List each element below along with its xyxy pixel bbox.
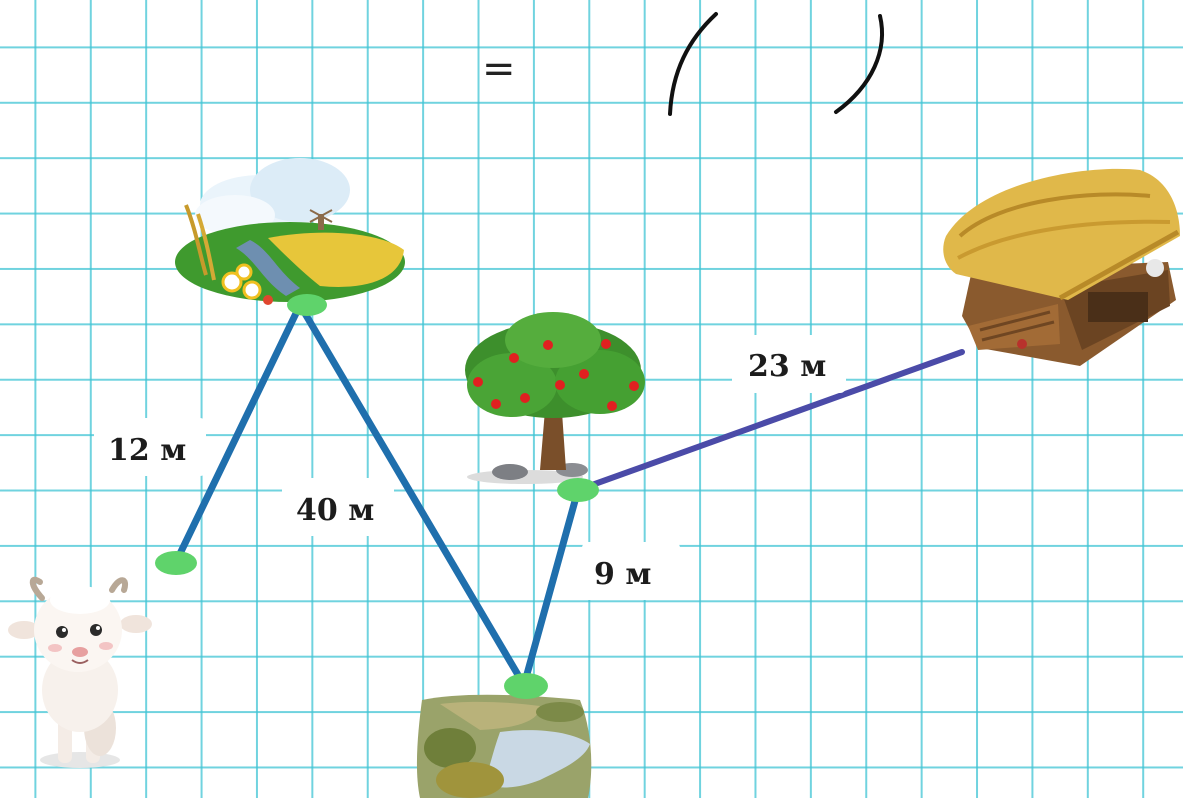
equation: =: [482, 12, 885, 116]
meadow-icon: [175, 158, 405, 305]
distance-label-23: 23 м: [748, 349, 826, 384]
goat-icon: [8, 576, 152, 768]
node-meadow: [287, 294, 327, 316]
segment-river-tree: [520, 486, 582, 689]
blank-open-bracket: [668, 12, 718, 116]
distance-label-9: 9 м: [594, 557, 651, 592]
equals-sign: =: [482, 46, 516, 92]
river-icon: [416, 694, 592, 798]
segment-meadow-river: [296, 301, 528, 689]
label-bg-12: [94, 418, 206, 476]
node-goat: [155, 551, 197, 575]
apple-tree-icon: [465, 312, 645, 484]
node-river: [504, 673, 548, 699]
barn-icon: [943, 168, 1180, 366]
blank-close-bracket: [834, 14, 885, 114]
label-bg-40: [282, 478, 394, 536]
route-lines: [172, 301, 965, 689]
label-bg-9: [582, 542, 680, 600]
segment-goat-meadow: [172, 301, 304, 566]
label-bg-23: [732, 335, 846, 393]
distance-label-40: 40 м: [296, 493, 374, 528]
distance-labels: 12 м 40 м 9 м 23 м: [94, 335, 846, 600]
route-nodes: [155, 294, 599, 699]
node-tree: [557, 478, 599, 502]
segment-tree-barn: [575, 349, 965, 493]
distance-label-12: 12 м: [108, 433, 186, 468]
